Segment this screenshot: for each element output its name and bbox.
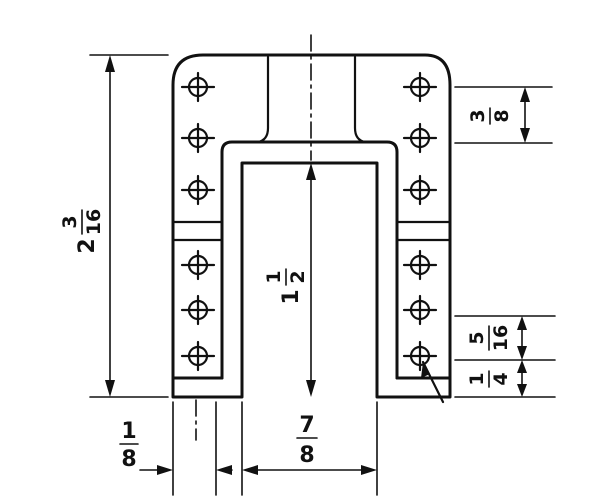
hole-icon (402, 71, 438, 103)
overall-height-den: 16 (83, 209, 105, 235)
wall-thickness-den: 8 (121, 447, 136, 472)
hole-icon (180, 122, 216, 154)
bottom-offset-num: 1 (466, 372, 488, 385)
hole-icon (402, 122, 438, 154)
dim-lower-hole-pitch: 5 16 (466, 325, 512, 351)
top-tab (256, 55, 367, 144)
overall-height-whole: 2 (75, 238, 100, 253)
inner-height-num: 1 (263, 270, 285, 283)
hole-icon (402, 174, 438, 206)
extension-lines (89, 54, 556, 496)
inner-height-den: 2 (287, 270, 309, 283)
hole-icon (180, 294, 216, 326)
dim-bottom-offset: 1 4 (466, 370, 512, 388)
part-outline (171, 53, 452, 399)
lower-hole-pitch-den: 16 (490, 325, 512, 351)
hole-pitch-den: 8 (491, 109, 513, 122)
overall-height-num: 3 (59, 215, 81, 228)
hole-icon (180, 340, 216, 372)
dim-hole-pitch: 3 8 (467, 107, 513, 125)
dimension-lines (105, 55, 530, 475)
hole-pitch-num: 3 (467, 109, 489, 122)
dim-wall-thickness: 1 8 (119, 419, 139, 472)
hole-icon (180, 249, 216, 281)
wall-thickness-num: 1 (121, 419, 136, 444)
slot-width-den: 8 (299, 443, 314, 468)
dim-overall-height: 3 16 2 (59, 209, 105, 254)
hole-icon (180, 71, 216, 103)
hole-icon (180, 174, 216, 206)
slot-width-num: 7 (299, 413, 314, 438)
hole-icon (402, 294, 438, 326)
hole-icon (402, 340, 438, 372)
hole-group (180, 71, 438, 372)
inner-height-whole: 1 (279, 289, 304, 304)
dim-slot-width: 7 8 (296, 413, 318, 468)
lower-hole-pitch-num: 5 (466, 331, 488, 344)
inner-u-strip (220, 140, 399, 380)
hole-icon (402, 249, 438, 281)
dim-inner-height: 1 2 1 (263, 268, 309, 305)
bottom-offset-den: 4 (490, 372, 512, 385)
outer-boundary (171, 53, 452, 399)
